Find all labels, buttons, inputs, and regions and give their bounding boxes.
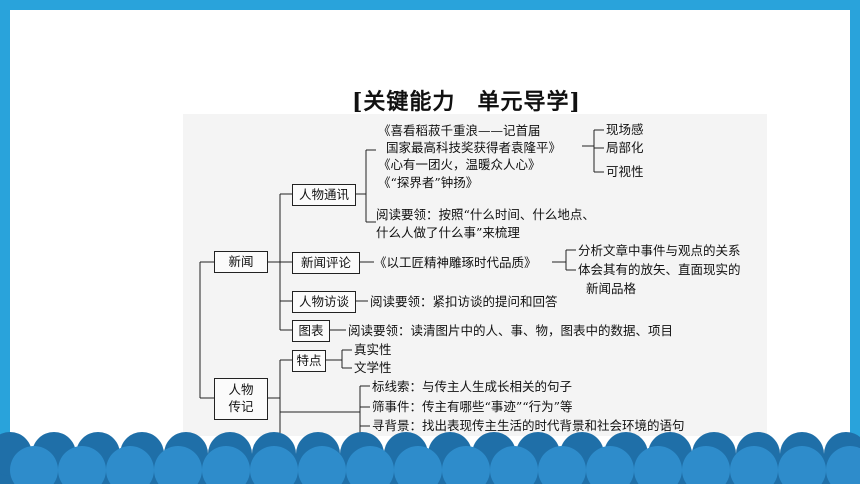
wave-hump [778, 446, 826, 484]
pinglun-article: 《以工匠精神雕琢时代品质》 [374, 255, 537, 270]
fangtan-reading: 阅读要领：紧扣访谈的提问和回答 [370, 294, 558, 309]
wave-hump [394, 446, 442, 484]
tedian-item-1: 真实性 [354, 342, 392, 357]
biography-method-2: 筛事件：传主有哪些“事迹”“行为”等 [372, 399, 573, 414]
title-part1: 关键能力 [363, 89, 456, 115]
wave-hump [538, 446, 586, 484]
wave-decoration [0, 432, 860, 484]
frame-left-border [0, 0, 10, 484]
node-pinglun: 新闻评论 [292, 252, 360, 274]
wave-hump [490, 446, 538, 484]
tongxun-article-1: 《喜看稻菽千重浪——记首届 [378, 123, 541, 138]
pinglun-point-2: 体会其有的放矢、直面现实的 [578, 262, 741, 277]
pinglun-point-3: 新闻品格 [586, 281, 637, 296]
node-biography-line1: 人物 [228, 382, 254, 397]
title-bracket-close: ] [569, 89, 581, 115]
pinglun-point-1: 分析文章中事件与观点的关系 [578, 243, 741, 258]
biography-method-1: 标线索：与传主人生成长相关的句子 [372, 379, 573, 394]
slide-title: [关键能力单元导学] [352, 84, 581, 116]
tongxun-article-4: 《“探界者”钟扬》 [378, 175, 479, 190]
feature-2: 局部化 [606, 140, 644, 155]
node-fangtan: 人物访谈 [292, 291, 356, 313]
node-news: 新闻 [214, 251, 268, 273]
node-tongxun: 人物通讯 [292, 184, 356, 206]
wave-hump [250, 446, 298, 484]
title-part2: 单元导学 [477, 89, 570, 115]
wave-hump [202, 446, 250, 484]
feature-3: 可视性 [606, 164, 644, 179]
tubiao-reading: 阅读要领：读清图片中的人、事、物，图表中的数据、项目 [348, 323, 674, 338]
node-tedian: 特点 [292, 350, 326, 372]
wave-hump [154, 446, 202, 484]
tongxun-reading-2: 什么人做了什么事”来梳理 [376, 225, 520, 240]
feature-1: 现场感 [606, 122, 644, 137]
wave-hump [10, 446, 58, 484]
node-biography: 人物 传记 [214, 378, 268, 420]
tedian-item-2: 文学性 [354, 360, 392, 375]
frame-top-border [0, 0, 860, 10]
wave-hump [634, 446, 682, 484]
wave-row-front [10, 446, 860, 484]
node-biography-line2: 传记 [228, 399, 254, 414]
wave-hump [106, 446, 154, 484]
wave-hump [826, 446, 860, 484]
wave-hump [346, 446, 394, 484]
wave-hump [682, 446, 730, 484]
wave-hump [730, 446, 778, 484]
tongxun-reading-1: 阅读要领：按照“什么时间、什么地点、 [376, 207, 595, 222]
wave-hump [586, 446, 634, 484]
biography-method-3: 寻背景：找出表现传主生活的时代背景和社会环境的语句 [372, 418, 685, 433]
wave-hump [442, 446, 490, 484]
tongxun-article-3: 《心有一团火，温暖众人心》 [378, 157, 541, 172]
wave-hump [298, 446, 346, 484]
frame-right-border [850, 0, 860, 484]
title-bracket-open: [ [352, 89, 364, 115]
wave-hump [58, 446, 106, 484]
node-tubiao: 图表 [292, 320, 330, 342]
tongxun-article-2: 国家最高科技奖获得者袁隆平》 [386, 140, 562, 155]
